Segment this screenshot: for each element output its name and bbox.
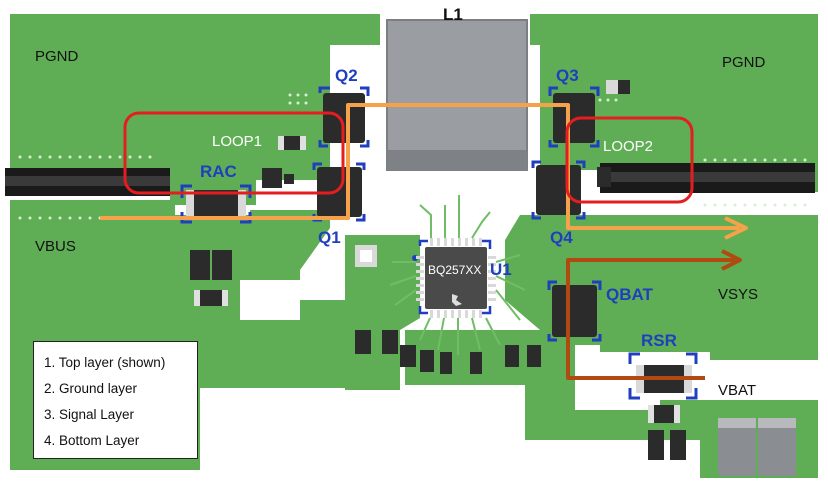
controller-ic-u1 [412, 238, 496, 318]
label-pgnd-right: PGND [722, 54, 766, 71]
label-l1: L1 [443, 5, 463, 24]
mosfet-q1 [312, 162, 366, 222]
label-loop1: LOOP1 [212, 133, 263, 150]
loop2-outline [565, 116, 694, 204]
label-u1: U1 [490, 260, 512, 279]
label-chip-marking: BQ257XX [428, 263, 482, 277]
label-pgnd-left: PGND [35, 48, 79, 65]
mosfet-qbat [547, 280, 602, 342]
small-passives [190, 80, 686, 460]
label-rac: RAC [200, 162, 237, 181]
legend-item-top-layer: 1. Top layer (shown) [44, 355, 166, 370]
label-vsys: VSYS [718, 286, 759, 303]
label-q1: Q1 [318, 228, 341, 247]
label-rsr: RSR [641, 331, 677, 350]
pgnd-right-pour [530, 14, 818, 192]
vbus-connector [5, 168, 170, 196]
label-loop2: LOOP2 [603, 138, 654, 155]
label-qbat: QBAT [606, 285, 653, 304]
label-q2: Q2 [335, 66, 358, 85]
power-path-arrow [100, 103, 748, 240]
legend-item-bottom-layer: 4. Bottom Layer [44, 433, 140, 448]
layer-legend: 1. Top layer (shown) 2. Ground layer 3. … [33, 341, 198, 459]
resistor-rac [180, 184, 252, 224]
label-vbus: VBUS [35, 238, 76, 255]
loop1-outline [123, 111, 345, 195]
label-vbat: VBAT [718, 382, 757, 399]
signal-traces [389, 195, 526, 355]
label-q3: Q3 [556, 66, 579, 85]
pgnd-left-pour [10, 14, 380, 205]
label-q4: Q4 [550, 228, 573, 247]
legend-item-ground-layer: 2. Ground layer [44, 381, 138, 396]
mosfet-q4 [531, 160, 586, 220]
battery-path-arrow [566, 249, 742, 380]
legend-item-signal-layer: 3. Signal Layer [44, 407, 135, 422]
bulk-capacitors [718, 418, 796, 476]
inductor-l1 [386, 19, 528, 171]
vsys-connector [600, 163, 815, 193]
